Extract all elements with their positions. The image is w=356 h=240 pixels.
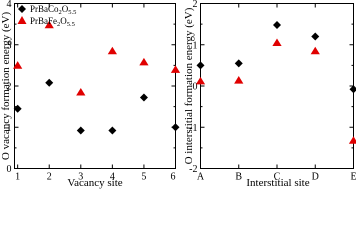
interstitial-co-point bbox=[234, 59, 243, 68]
interstitial-fe-point bbox=[272, 38, 282, 47]
vacancy-fe-point bbox=[76, 87, 86, 96]
interstitial-x-tick-label: D bbox=[312, 172, 319, 183]
interstitial-y-tick-label: 0 bbox=[193, 82, 198, 93]
interstitial-marks bbox=[195, 20, 356, 144]
vacancy-fe-point bbox=[107, 46, 117, 55]
legend-entry-2: PrBaFe2O5.5 bbox=[30, 16, 75, 28]
interstitial-ticks: -2 -1 0 1 2A B C D E bbox=[189, 0, 356, 183]
interstitial-x-tick-label: C bbox=[274, 172, 281, 183]
interstitial-x-axis-label: Interstitial site bbox=[246, 177, 309, 189]
vacancy-fe-point bbox=[13, 61, 23, 69]
vacancy-x-tick-label: 2 bbox=[47, 172, 52, 183]
vacancy-fe-point bbox=[170, 65, 181, 73]
vacancy-y-tick-label: 0 bbox=[7, 164, 12, 175]
interstitial-co-point bbox=[196, 61, 205, 70]
vacancy-marks bbox=[13, 20, 181, 135]
vacancy-plot-frame bbox=[14, 3, 176, 169]
interstitial-co-point bbox=[311, 32, 320, 41]
vacancy-fe-point bbox=[139, 57, 149, 66]
interstitial-y-tick-label: -2 bbox=[189, 164, 197, 175]
interstitial-co-point bbox=[349, 85, 356, 94]
vacancy-x-tick-label: 6 bbox=[171, 172, 176, 183]
vacancy-x-tick-label: 5 bbox=[141, 172, 146, 183]
vacancy-co-point bbox=[13, 104, 22, 113]
legend-triangle-marker bbox=[17, 16, 27, 24]
vacancy-co-point bbox=[139, 93, 148, 102]
vacancy-y-tick-label: 1 bbox=[7, 123, 12, 134]
vacancy-y-tick-label: 2 bbox=[7, 82, 12, 93]
legend: PrBaCo2O5.5 PrBaFe2O5.5 bbox=[17, 4, 76, 28]
vacancy-y-axis-label: O vacancy formation energy (eV) bbox=[0, 12, 12, 161]
interstitial-fe-point bbox=[234, 76, 244, 84]
interstitial-chart: -2 -1 0 1 2A B C D E Interstitial site O interst… bbox=[183, 0, 356, 189]
vacancy-co-point bbox=[76, 126, 85, 135]
vacancy-co-point bbox=[108, 126, 117, 135]
interstitial-fe-point bbox=[310, 46, 320, 55]
legend-diamond-marker bbox=[18, 5, 26, 13]
interstitial-y-tick-label: -1 bbox=[189, 123, 197, 134]
interstitial-fe-point bbox=[195, 76, 206, 85]
legend-entry-1: PrBaCo2O5.5 bbox=[30, 4, 76, 16]
vacancy-x-tick-label: 4 bbox=[110, 172, 115, 183]
vacancy-y-tick-label: 4 bbox=[7, 0, 12, 10]
vacancy-co-point bbox=[45, 78, 54, 87]
interstitial-x-tick-label: B bbox=[235, 172, 242, 183]
vacancy-x-tick-label: 1 bbox=[15, 172, 20, 183]
interstitial-y-tick-label: 2 bbox=[193, 0, 198, 10]
vacancy-x-axis-label: Vacancy site bbox=[67, 177, 122, 189]
vacancy-co-point bbox=[171, 123, 180, 132]
vacancy-x-tick-label: 3 bbox=[78, 172, 83, 183]
vacancy-fe-point bbox=[44, 20, 54, 29]
interstitial-x-tick-label: E bbox=[350, 172, 356, 183]
interstitial-y-tick-label: 1 bbox=[193, 40, 198, 51]
interstitial-x-tick-label: A bbox=[197, 172, 205, 183]
vacancy-y-tick-label: 3 bbox=[7, 40, 12, 51]
interstitial-co-point bbox=[273, 20, 281, 29]
interstitial-y-axis-label: O interstitial formation energy (eV) bbox=[183, 7, 195, 164]
interstitial-fe-point bbox=[348, 136, 356, 144]
